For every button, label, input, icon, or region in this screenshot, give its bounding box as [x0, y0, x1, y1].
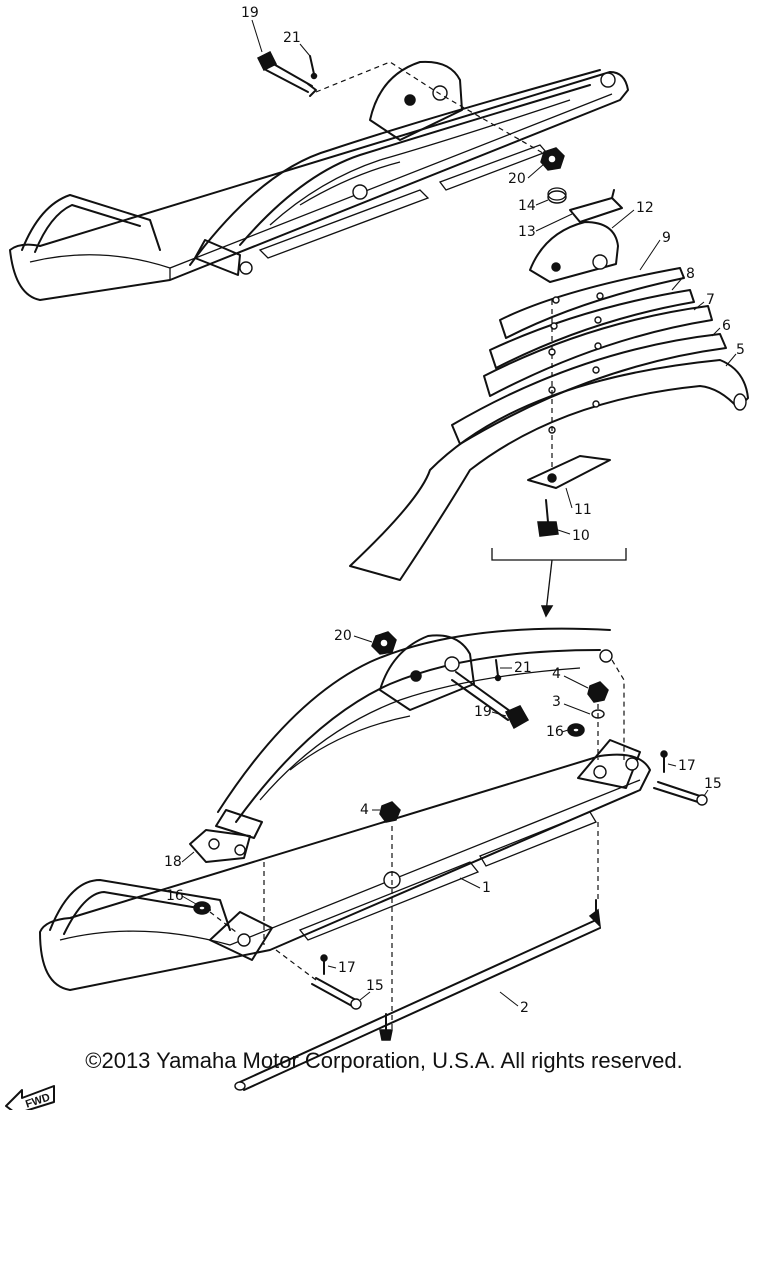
bolt-15-front — [311, 977, 362, 1010]
callout-4-rear: 4 — [552, 666, 561, 682]
callout-17-front: 17 — [338, 960, 356, 976]
callout-16-rear: 16 — [546, 724, 564, 740]
callout-8: 8 — [686, 266, 695, 282]
exploded-parts-diagram: FWD 19 21 20 14 13 12 9 8 7 6 5 11 10 20… — [5, 5, 749, 1110]
callout-20-bottom: 20 — [334, 628, 352, 644]
callout-17-rear: 17 — [678, 758, 696, 774]
cotter-pin-17-front — [320, 954, 328, 975]
copyright-notice: ©2013 Yamaha Motor Corporation, U.S.A. A… — [85, 1048, 683, 1073]
washer-14 — [547, 187, 567, 204]
bolt-19-bottom — [451, 671, 530, 730]
bolt-19-top — [256, 50, 317, 97]
leaf-spring-7 — [483, 305, 713, 397]
washer-16-rear — [567, 723, 585, 737]
callout-1: 1 — [482, 880, 491, 896]
plate-11 — [527, 455, 611, 489]
callout-18: 18 — [164, 854, 182, 870]
callout-3: 3 — [552, 694, 561, 710]
callout-21-bottom: 21 — [514, 660, 532, 676]
nut-20-bottom — [371, 631, 397, 655]
callout-19-top: 19 — [241, 5, 259, 21]
callout-7: 7 — [706, 292, 715, 308]
callout-2: 2 — [520, 1000, 529, 1016]
bolt-10 — [537, 499, 559, 537]
callout-20-top: 20 — [508, 171, 526, 187]
clamp-13 — [569, 189, 623, 223]
callout-21-top: 21 — [283, 30, 301, 46]
callout-9: 9 — [662, 230, 671, 246]
callouts: 19 21 20 14 13 12 9 8 7 6 5 11 10 20 21 … — [164, 5, 745, 1016]
callout-10: 10 — [572, 528, 590, 544]
nut-4-center — [379, 801, 401, 823]
leaf-spring-8 — [489, 289, 695, 369]
cotter-pin-17-rear — [660, 750, 668, 773]
nut-20-top — [540, 147, 565, 171]
callout-4-center: 4 — [360, 802, 369, 818]
washer-16-front — [193, 901, 211, 915]
callout-15-rear: 15 — [704, 776, 722, 792]
saddle-bracket-12 — [529, 221, 619, 283]
cotter-pin-21-bottom — [494, 659, 502, 682]
cotter-pin-21-top — [309, 55, 318, 80]
assembled-ski-bottom — [39, 627, 651, 991]
nut-4-rear — [587, 681, 609, 703]
wear-bar-2 — [234, 899, 602, 1091]
callout-6: 6 — [722, 318, 731, 334]
callout-15-front: 15 — [366, 978, 384, 994]
callout-12: 12 — [636, 200, 654, 216]
forward-label: FWD — [24, 1092, 52, 1110]
leaf-spring-5 — [349, 359, 749, 581]
callout-13: 13 — [518, 224, 536, 240]
leaf-spring-6 — [451, 333, 727, 445]
leaf-spring-9 — [499, 267, 685, 339]
bracket-18 — [189, 829, 251, 863]
assembled-ski-top — [9, 60, 629, 301]
callout-14: 14 — [518, 198, 536, 214]
forward-arrow-icon: FWD — [5, 1085, 55, 1110]
callout-16-front: 16 — [166, 888, 184, 904]
callout-19-bottom: 19 — [474, 704, 492, 720]
bolt-15-rear — [653, 781, 708, 806]
callout-11: 11 — [574, 502, 592, 518]
callout-5: 5 — [736, 342, 745, 358]
